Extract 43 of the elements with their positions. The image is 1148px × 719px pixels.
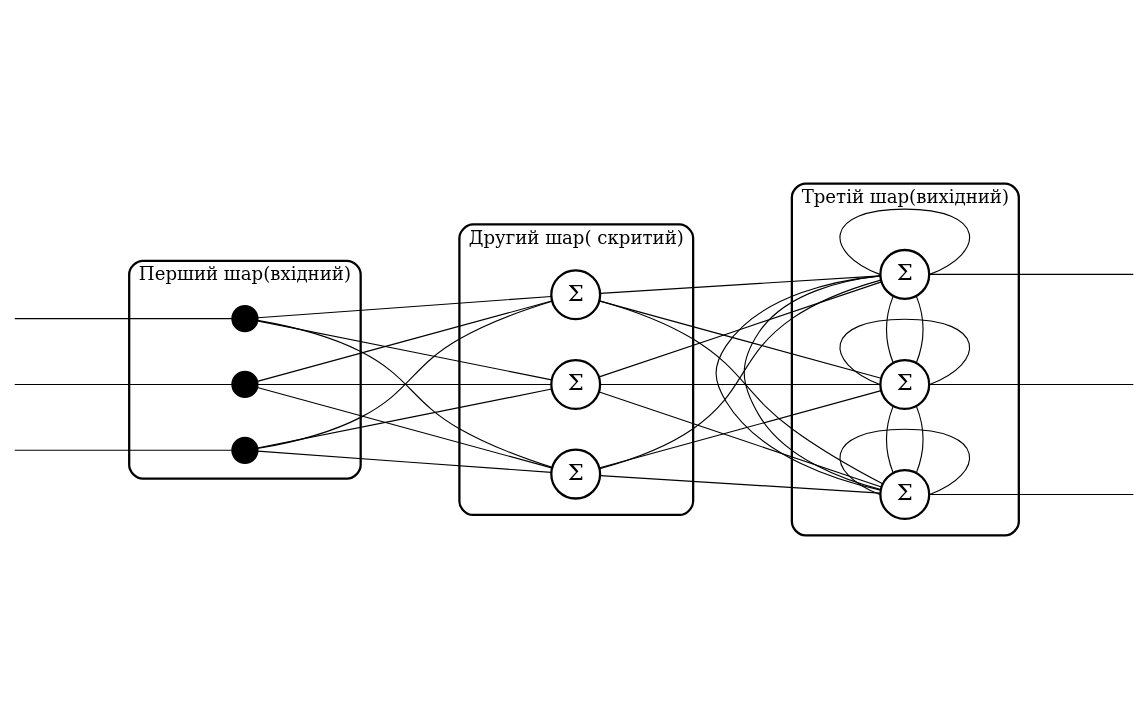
connector xyxy=(257,295,552,319)
node-circle xyxy=(231,436,259,464)
connector xyxy=(599,475,881,494)
connector xyxy=(14,318,233,320)
connector xyxy=(743,275,882,491)
connector xyxy=(14,449,233,451)
connector xyxy=(256,388,553,449)
connector xyxy=(839,428,970,496)
connector xyxy=(599,383,881,386)
connector xyxy=(599,300,882,379)
connector xyxy=(598,281,883,378)
connector xyxy=(256,320,553,381)
connector xyxy=(839,318,970,386)
connector xyxy=(928,273,1134,275)
node-circle: Σ xyxy=(550,448,602,500)
connector xyxy=(928,493,1134,496)
connector xyxy=(599,279,882,470)
connector xyxy=(915,405,924,474)
connector xyxy=(256,300,553,450)
connector xyxy=(885,295,894,364)
node-circle xyxy=(231,370,259,399)
connector xyxy=(256,319,553,468)
connector xyxy=(599,275,881,294)
connector xyxy=(928,383,1134,386)
connector xyxy=(715,275,882,491)
connector xyxy=(839,208,970,275)
node-circle xyxy=(231,305,259,333)
cluster: Перший шар(вхідний) xyxy=(128,259,362,480)
node-circle: Σ xyxy=(550,269,602,321)
node-circle: Σ xyxy=(550,358,602,410)
node-circle: Σ xyxy=(879,358,931,410)
connector xyxy=(885,405,894,474)
node-circle: Σ xyxy=(879,248,931,300)
connector xyxy=(257,383,552,386)
connector xyxy=(257,450,552,473)
connector xyxy=(915,295,924,364)
node-circle: Σ xyxy=(879,469,931,521)
connector xyxy=(598,391,883,488)
connector xyxy=(14,383,233,386)
connector xyxy=(599,390,882,469)
connector xyxy=(256,300,553,382)
connector xyxy=(598,300,884,485)
connector xyxy=(256,387,553,469)
